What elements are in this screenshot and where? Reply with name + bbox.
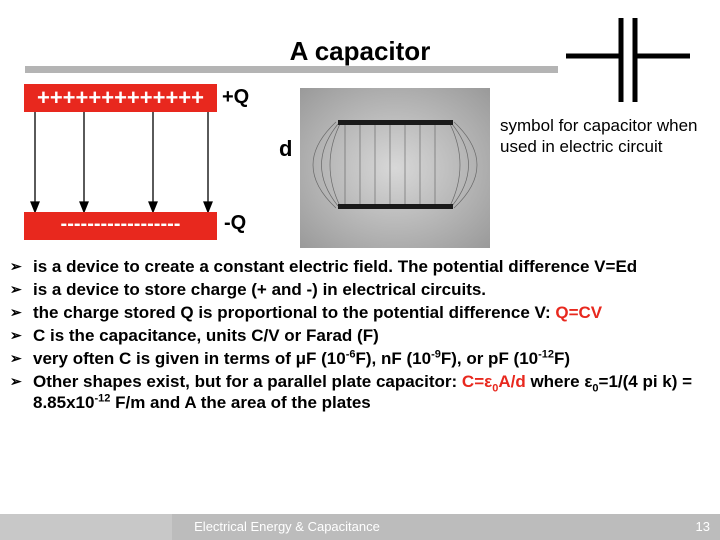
- title-underline: [25, 66, 558, 73]
- list-item: ➢ is a device to create a constant elect…: [10, 257, 638, 276]
- positive-charge-label: +Q: [222, 86, 250, 108]
- footer-bar-right: [402, 514, 720, 540]
- footer-title: Electrical Energy & Capacitance: [194, 519, 380, 534]
- plate-separation-label: d: [279, 136, 293, 161]
- positive-plate: +++++++++++++: [24, 84, 217, 112]
- arrow-bullet-icon: ➢: [10, 281, 22, 297]
- list-item: ➢ Other shapes exist, but for a parallel…: [10, 372, 693, 412]
- field-lines-photo: [300, 88, 490, 248]
- arrow-bullet-icon: ➢: [10, 350, 22, 366]
- symbol-caption: symbol for capacitor when used in electr…: [500, 116, 698, 156]
- arrow-bullet-icon: ➢: [10, 373, 22, 389]
- arrow-bullet-icon: ➢: [10, 304, 22, 320]
- capacitance-formula: C=ε0A/d: [461, 372, 526, 395]
- list-item: ➢ is a device to store charge (+ and -) …: [10, 280, 487, 299]
- slide-title: A capacitor: [289, 36, 431, 66]
- list-item: ➢ C is the capacitance, units C/V or Far…: [10, 326, 379, 345]
- field-arrows: [30, 112, 213, 212]
- page-number: 13: [695, 519, 710, 534]
- arrow-bullet-icon: ➢: [10, 327, 22, 343]
- arrow-bullet-icon: ➢: [10, 258, 22, 274]
- negative-plate: ------------------: [24, 212, 217, 240]
- capacitor-symbol-icon: [566, 18, 690, 102]
- negative-charge-label: -Q: [224, 212, 247, 234]
- footer-bar-middle: [172, 514, 402, 540]
- footer-bar-left: [0, 514, 172, 540]
- list-item: ➢ the charge stored Q is proportional to…: [10, 303, 603, 322]
- charge-formula: Q=CV: [555, 303, 603, 322]
- list-item: ➢ very often C is given in terms of μF (…: [10, 348, 571, 368]
- bullet-list: ➢ is a device to create a constant elect…: [10, 256, 715, 415]
